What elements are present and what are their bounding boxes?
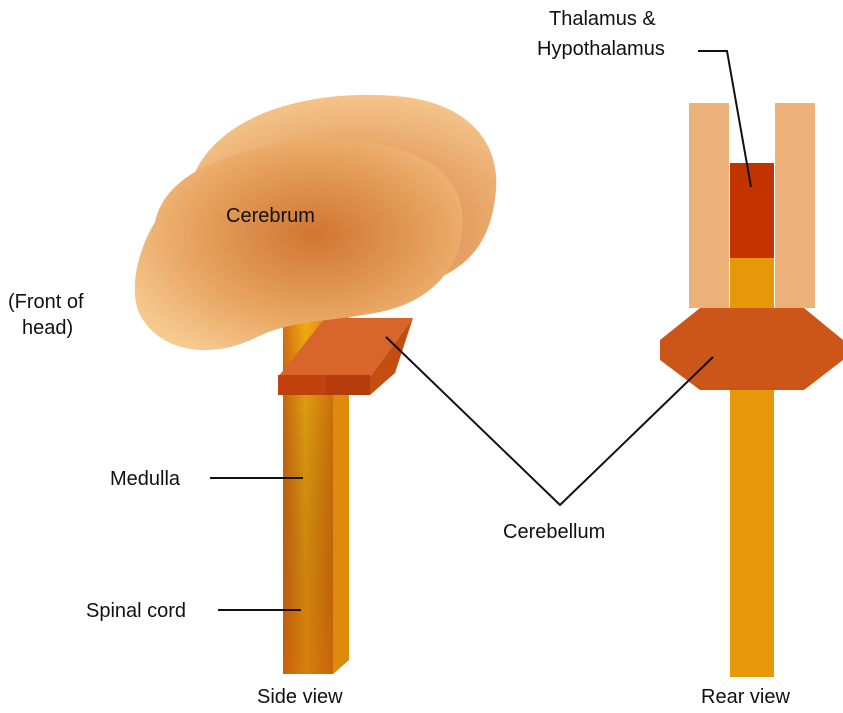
medulla-label: Medulla: [110, 468, 181, 490]
front-of-head-label-line1: (Front of: [8, 291, 84, 313]
rear-brainstem: [730, 258, 774, 308]
rear-view-label: Rear view: [701, 686, 790, 708]
rear-right-lobe: [775, 103, 815, 308]
rear-spinal-cord: [730, 385, 774, 677]
cerebellum-side-front: [278, 375, 326, 395]
thalamus-label-line1: Thalamus &: [549, 8, 656, 30]
cerebellum-rear-shape: [660, 308, 843, 390]
thalamus-label-line2: Hypothalamus: [537, 38, 665, 60]
front-of-head-label-line2: head): [22, 317, 73, 339]
cerebellum-label: Cerebellum: [503, 521, 605, 543]
thalamus-shape: [730, 163, 774, 258]
cerebrum-label: Cerebrum: [226, 205, 315, 227]
cerebrum-front-hemisphere: [135, 140, 463, 350]
side-view-brain: [135, 95, 497, 674]
rear-view-brain: [660, 103, 843, 677]
rear-left-lobe: [689, 103, 729, 308]
spinal-cord-label: Spinal cord: [86, 600, 186, 622]
side-view-label: Side view: [257, 686, 343, 708]
